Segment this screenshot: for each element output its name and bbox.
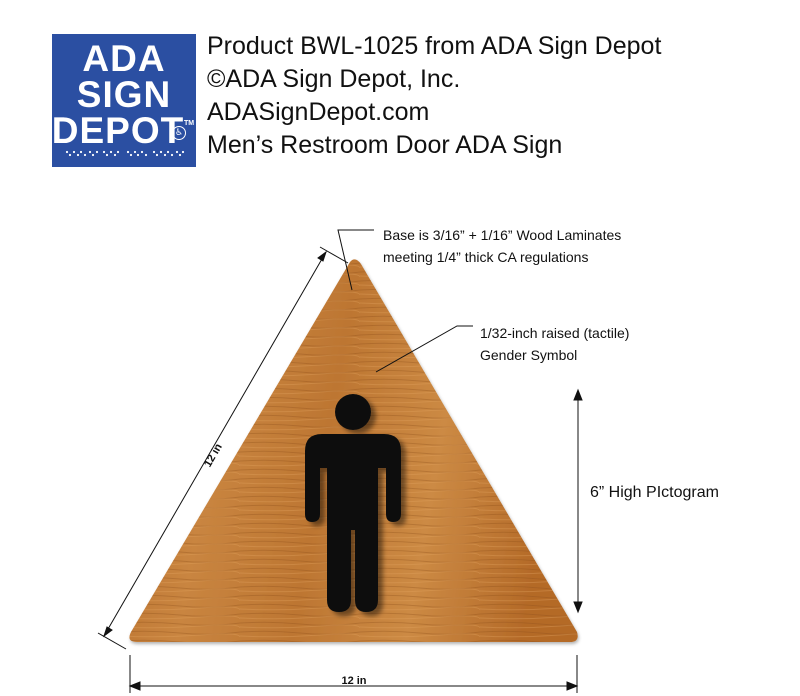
logo-word-ada: ADA [82,38,166,79]
side-dimension [97,246,349,650]
logo-word-depot: DEPOT [51,110,185,151]
product-header: Product BWL-1025 from ADA Sign Depot ©AD… [207,30,661,162]
copyright-line: ©ADA Sign Depot, Inc. [207,65,461,93]
logo-trademark: TM [184,120,195,127]
braille-dots-icon [65,150,185,157]
symbol-note-leader [375,325,473,373]
symbol-note-line2: Gender Symbol [480,347,577,363]
male-figure-icon [305,394,401,612]
product-description: Men’s Restroom Door ADA Sign [207,131,563,159]
base-note-leader [337,229,374,291]
side-dimension-label: 12 in [202,441,225,469]
bottom-dimension-label: 12 in [341,675,366,687]
pictogram-height-label: 6” High PIctogram [590,484,719,501]
wheelchair-icon: ♿ [172,126,186,140]
website-line: ADASignDepot.com [207,98,430,126]
symbol-note-line1: 1/32-inch raised (tactile) [480,325,629,341]
ada-sign-depot-logo: ADA SIGN DEPOT TM ♿ [52,34,196,167]
base-note-line1: Base is 3/16” + 1/16” Wood Laminates [383,227,621,243]
bottom-dimension [128,655,579,693]
base-note-line2: meeting 1/4” thick CA regulations [383,249,588,265]
product-title: Product BWL-1025 from ADA Sign Depot [207,32,662,60]
pictogram-height-dimension [573,388,583,614]
logo-word-sign: SIGN [76,74,172,115]
